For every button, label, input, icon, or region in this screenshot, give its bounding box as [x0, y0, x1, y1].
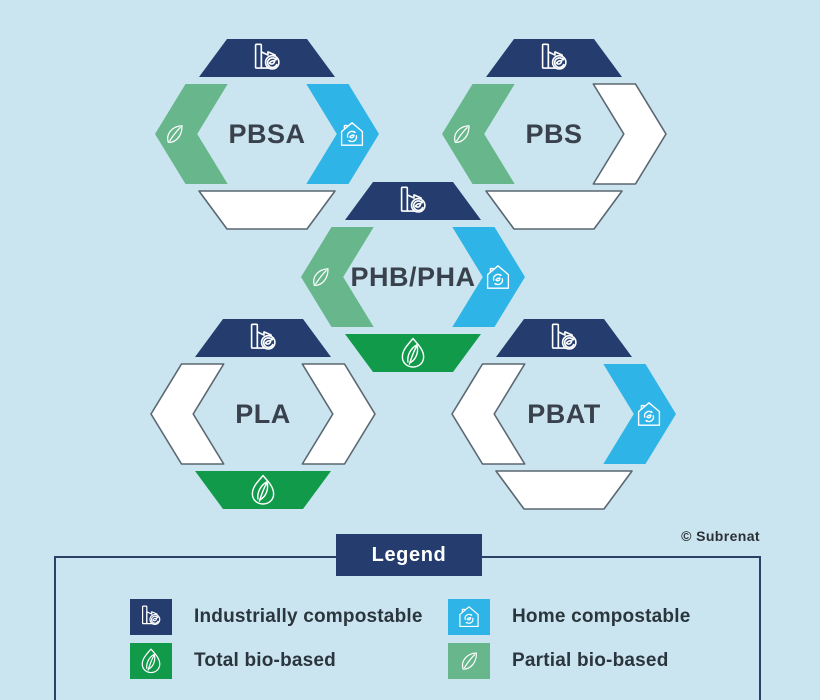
- hexagon-graphic: [301, 182, 525, 372]
- segment-home-compostable: [301, 363, 376, 465]
- factory-icon: [551, 323, 577, 350]
- factory-icon: [541, 43, 567, 70]
- hexagon-pbs: PBS: [434, 29, 674, 239]
- partial-leaf-icon: [448, 643, 490, 679]
- legend-item-label: Partial bio-based: [512, 650, 669, 671]
- hexagon-graphic: [442, 39, 667, 230]
- legend-item-industrially-compostable: Industrially compostable: [130, 598, 448, 636]
- segment-partial-bio-based: [451, 363, 526, 465]
- segment-home-compostable: [306, 84, 379, 184]
- hexagon-phb-pha: PHB/PHA: [293, 172, 533, 382]
- polymer-label: PBAT: [527, 399, 601, 429]
- segment-partial-bio-based: [301, 227, 374, 327]
- polymer-label: PHB/PHA: [350, 262, 476, 292]
- home-compost-icon: [486, 265, 510, 289]
- partial-leaf-icon: [461, 652, 477, 670]
- partial-leaf-icon: [461, 652, 477, 670]
- partial-leaf-icon: [167, 125, 183, 144]
- total-leaf-icon: [141, 648, 161, 674]
- home-compost-icon: [459, 606, 479, 628]
- factory-icon: [130, 599, 172, 635]
- legend-item-total-bio-based: Total bio-based: [130, 642, 448, 680]
- copyright-text: © Subrenat: [681, 528, 760, 544]
- legend-item-label: Total bio-based: [194, 650, 336, 671]
- factory-icon: [250, 323, 276, 350]
- polymer-label: PBS: [525, 119, 583, 149]
- legend-item-partial-bio-based: Partial bio-based: [448, 642, 690, 680]
- segment-partial-bio-based: [155, 84, 228, 184]
- factory-icon: [142, 605, 161, 625]
- segment-home-compostable: [452, 227, 525, 327]
- partial-leaf-icon: [313, 268, 329, 287]
- home-compost-icon: [448, 599, 490, 635]
- partial-leaf-icon: [454, 125, 470, 144]
- segment-home-compostable: [603, 364, 676, 464]
- total-leaf-icon: [401, 337, 425, 368]
- factory-icon: [400, 186, 426, 213]
- polymer-label: PBSA: [228, 119, 306, 149]
- factory-icon: [254, 43, 280, 70]
- hexagon-graphic: [155, 39, 379, 230]
- hexagon-pbat: PBAT: [444, 309, 684, 519]
- legend-grid: Industrially compostable Home compostabl…: [130, 598, 690, 680]
- home-compost-icon: [459, 606, 479, 628]
- factory-icon: [142, 605, 161, 625]
- hexagon-graphic: [451, 319, 676, 510]
- segment-partial-bio-based: [150, 363, 225, 465]
- total-leaf-icon: [130, 643, 172, 679]
- total-leaf-icon: [141, 648, 161, 674]
- segment-total-bio-based: [485, 190, 623, 230]
- segment-partial-bio-based: [442, 84, 515, 184]
- segment-total-bio-based: [495, 470, 633, 510]
- segment-total-bio-based: [198, 190, 336, 230]
- segment-home-compostable: [592, 83, 667, 185]
- legend-item-label: Home compostable: [512, 606, 691, 627]
- polymer-label: PLA: [235, 399, 291, 429]
- legend-item-label: Industrially compostable: [194, 606, 423, 627]
- legend-title: Legend: [336, 534, 482, 576]
- home-compost-icon: [340, 122, 364, 146]
- total-leaf-icon: [251, 474, 275, 505]
- home-compost-icon: [637, 402, 661, 426]
- legend-item-home-compostable: Home compostable: [448, 598, 690, 636]
- hexagon-pla: PLA: [143, 309, 383, 519]
- hexagon-graphic: [150, 319, 376, 509]
- hexagon-pbsa: PBSA: [147, 29, 387, 239]
